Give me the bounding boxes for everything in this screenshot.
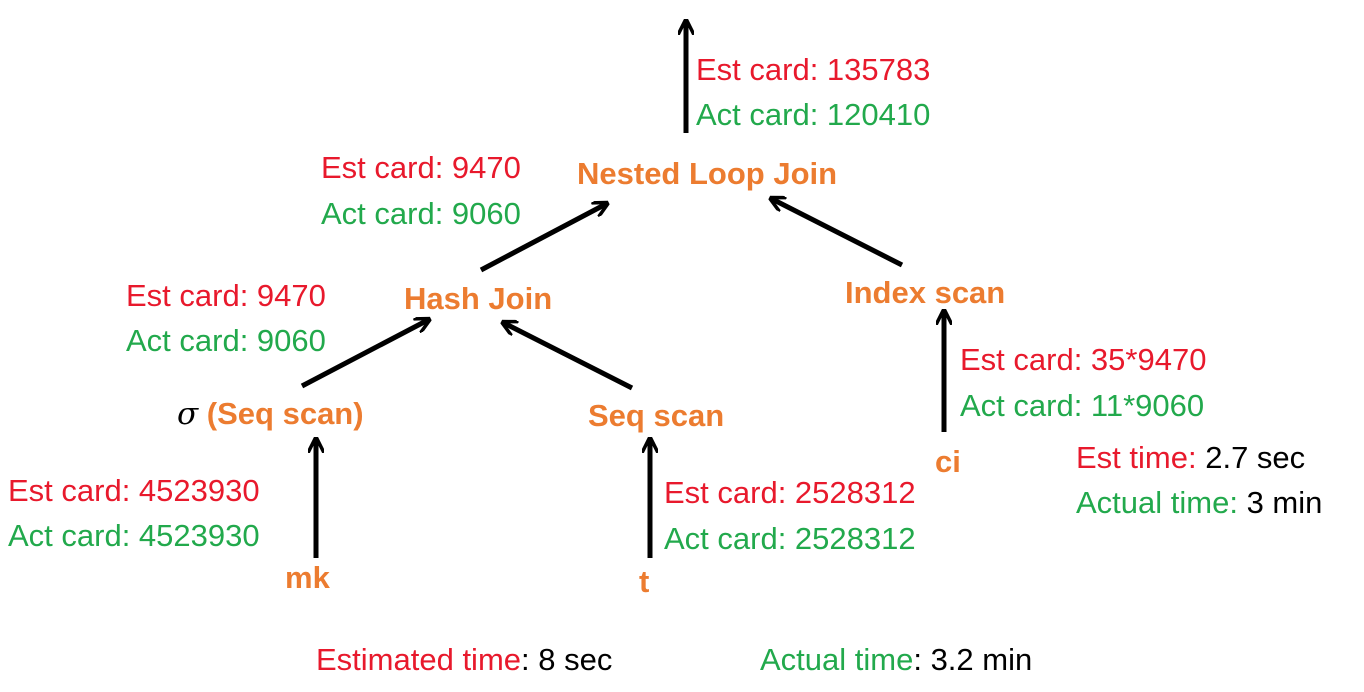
top-act-card: Act card: 120410 bbox=[696, 97, 931, 132]
node-seq-scan: Seq scan bbox=[588, 398, 725, 433]
arrow-sigma-to-hashjoin bbox=[300, 320, 428, 389]
arrow-hashjoin-to-nlj bbox=[479, 204, 606, 273]
top-est-card: Est card: 135783 bbox=[696, 52, 931, 87]
t-est-card: Est card: 2528312 bbox=[664, 475, 916, 510]
index-act-time-value: 3 min bbox=[1246, 485, 1323, 520]
total-est-time-value: : 8 sec bbox=[521, 642, 613, 677]
total-act-time-value: : 3.2 min bbox=[913, 642, 1033, 677]
total-est-time-label: Estimated time bbox=[316, 642, 522, 677]
node-nested-loop-join: Nested Loop Join bbox=[577, 156, 838, 191]
arrow-indexscan-to-nlj bbox=[772, 199, 904, 268]
sigma-est-card: Est card: 9470 bbox=[126, 278, 326, 313]
hashjoin-est-card: Est card: 9470 bbox=[321, 150, 521, 185]
index-act-time: Actual time: 3 min bbox=[1076, 487, 1322, 518]
indexscan-est-card: Est card: 35*9470 bbox=[960, 342, 1207, 377]
hashjoin-act-card: Act card: 9060 bbox=[321, 196, 521, 231]
node-ci: ci bbox=[935, 444, 961, 479]
mk-act-card: Act card: 4523930 bbox=[8, 518, 260, 553]
arrow-seqscan-to-hashjoin bbox=[504, 323, 634, 391]
indexscan-act-card: Act card: 11*9060 bbox=[960, 388, 1205, 423]
node-mk: mk bbox=[285, 560, 330, 595]
node-hash-join: Hash Join bbox=[404, 281, 553, 316]
t-act-card: Act card: 2528312 bbox=[664, 521, 916, 556]
index-est-time-value: 2.7 sec bbox=[1205, 440, 1306, 475]
total-est-time: Estimated time: 8 sec bbox=[316, 644, 612, 675]
index-est-time: Est time: 2.7 sec bbox=[1076, 442, 1305, 473]
node-t: t bbox=[639, 564, 650, 599]
sigma-act-card: Act card: 9060 bbox=[126, 323, 326, 358]
index-act-time-label: Actual time: bbox=[1076, 485, 1238, 520]
node-index-scan: Index scan bbox=[845, 275, 1006, 310]
node-sigma-seq-scan-label: (Seq scan) bbox=[206, 396, 364, 431]
index-est-time-label: Est time: bbox=[1076, 440, 1197, 475]
total-act-time-label: Actual time bbox=[760, 642, 914, 677]
sigma-symbol: σ bbox=[177, 396, 199, 432]
total-act-time: Actual time: 3.2 min bbox=[760, 644, 1032, 675]
node-sigma-seq-scan: σ (Seq scan) bbox=[177, 398, 364, 430]
mk-est-card: Est card: 4523930 bbox=[8, 473, 260, 508]
